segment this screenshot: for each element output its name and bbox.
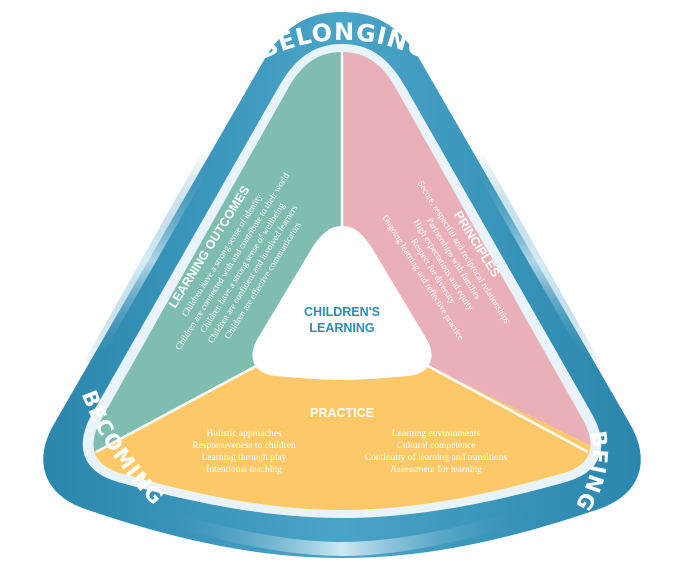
practice-right-list: Learning environments Cultural competenc… [365,429,508,475]
practice-item: Continuity of learning and transitions [365,452,508,463]
practice-title: PRACTICE [310,406,374,420]
practice-item: Assessment for learning [390,464,482,475]
practice-item: Learning through play [202,453,287,463]
center-title-line2: LEARNING [309,321,374,335]
ring-highlight-bottom [150,508,534,556]
ring-highlight-left [84,152,214,370]
practice-item: Responsiveness to children [192,441,296,451]
practice-left-list: Holistic approaches Responsiveness to ch… [192,429,296,475]
practice-item: Holistic approaches [206,429,281,439]
ring-highlight-right [470,152,600,370]
practice-item: Intentional teaching [206,465,282,475]
practice-item: Learning environments [392,429,481,439]
center-title-line1: CHILDREN'S [304,305,380,319]
practice-item: Cultural competence [397,441,476,451]
center-triangle [252,226,432,380]
